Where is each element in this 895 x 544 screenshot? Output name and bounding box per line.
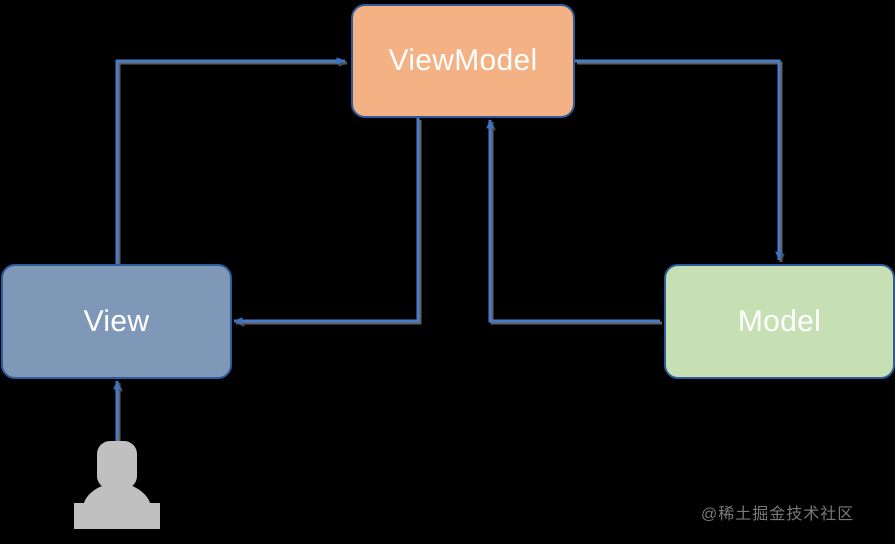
edge-view-to-viewmodel	[115, 57, 346, 264]
node-viewmodel-label: ViewModel	[388, 44, 538, 77]
person-icon	[74, 441, 160, 529]
node-viewmodel[interactable]: ViewModel	[351, 4, 575, 118]
node-model[interactable]: Model	[664, 264, 895, 379]
watermark: @稀土掘金技术社区	[701, 506, 855, 523]
node-view[interactable]: View	[1, 264, 232, 379]
node-view-label: View	[83, 304, 150, 338]
edge-viewmodel-to-view	[233, 118, 420, 325]
edge-viewmodel-to-model	[575, 59, 783, 261]
edge-model-to-viewmodel	[486, 119, 660, 323]
node-model-label: Model	[737, 304, 822, 338]
